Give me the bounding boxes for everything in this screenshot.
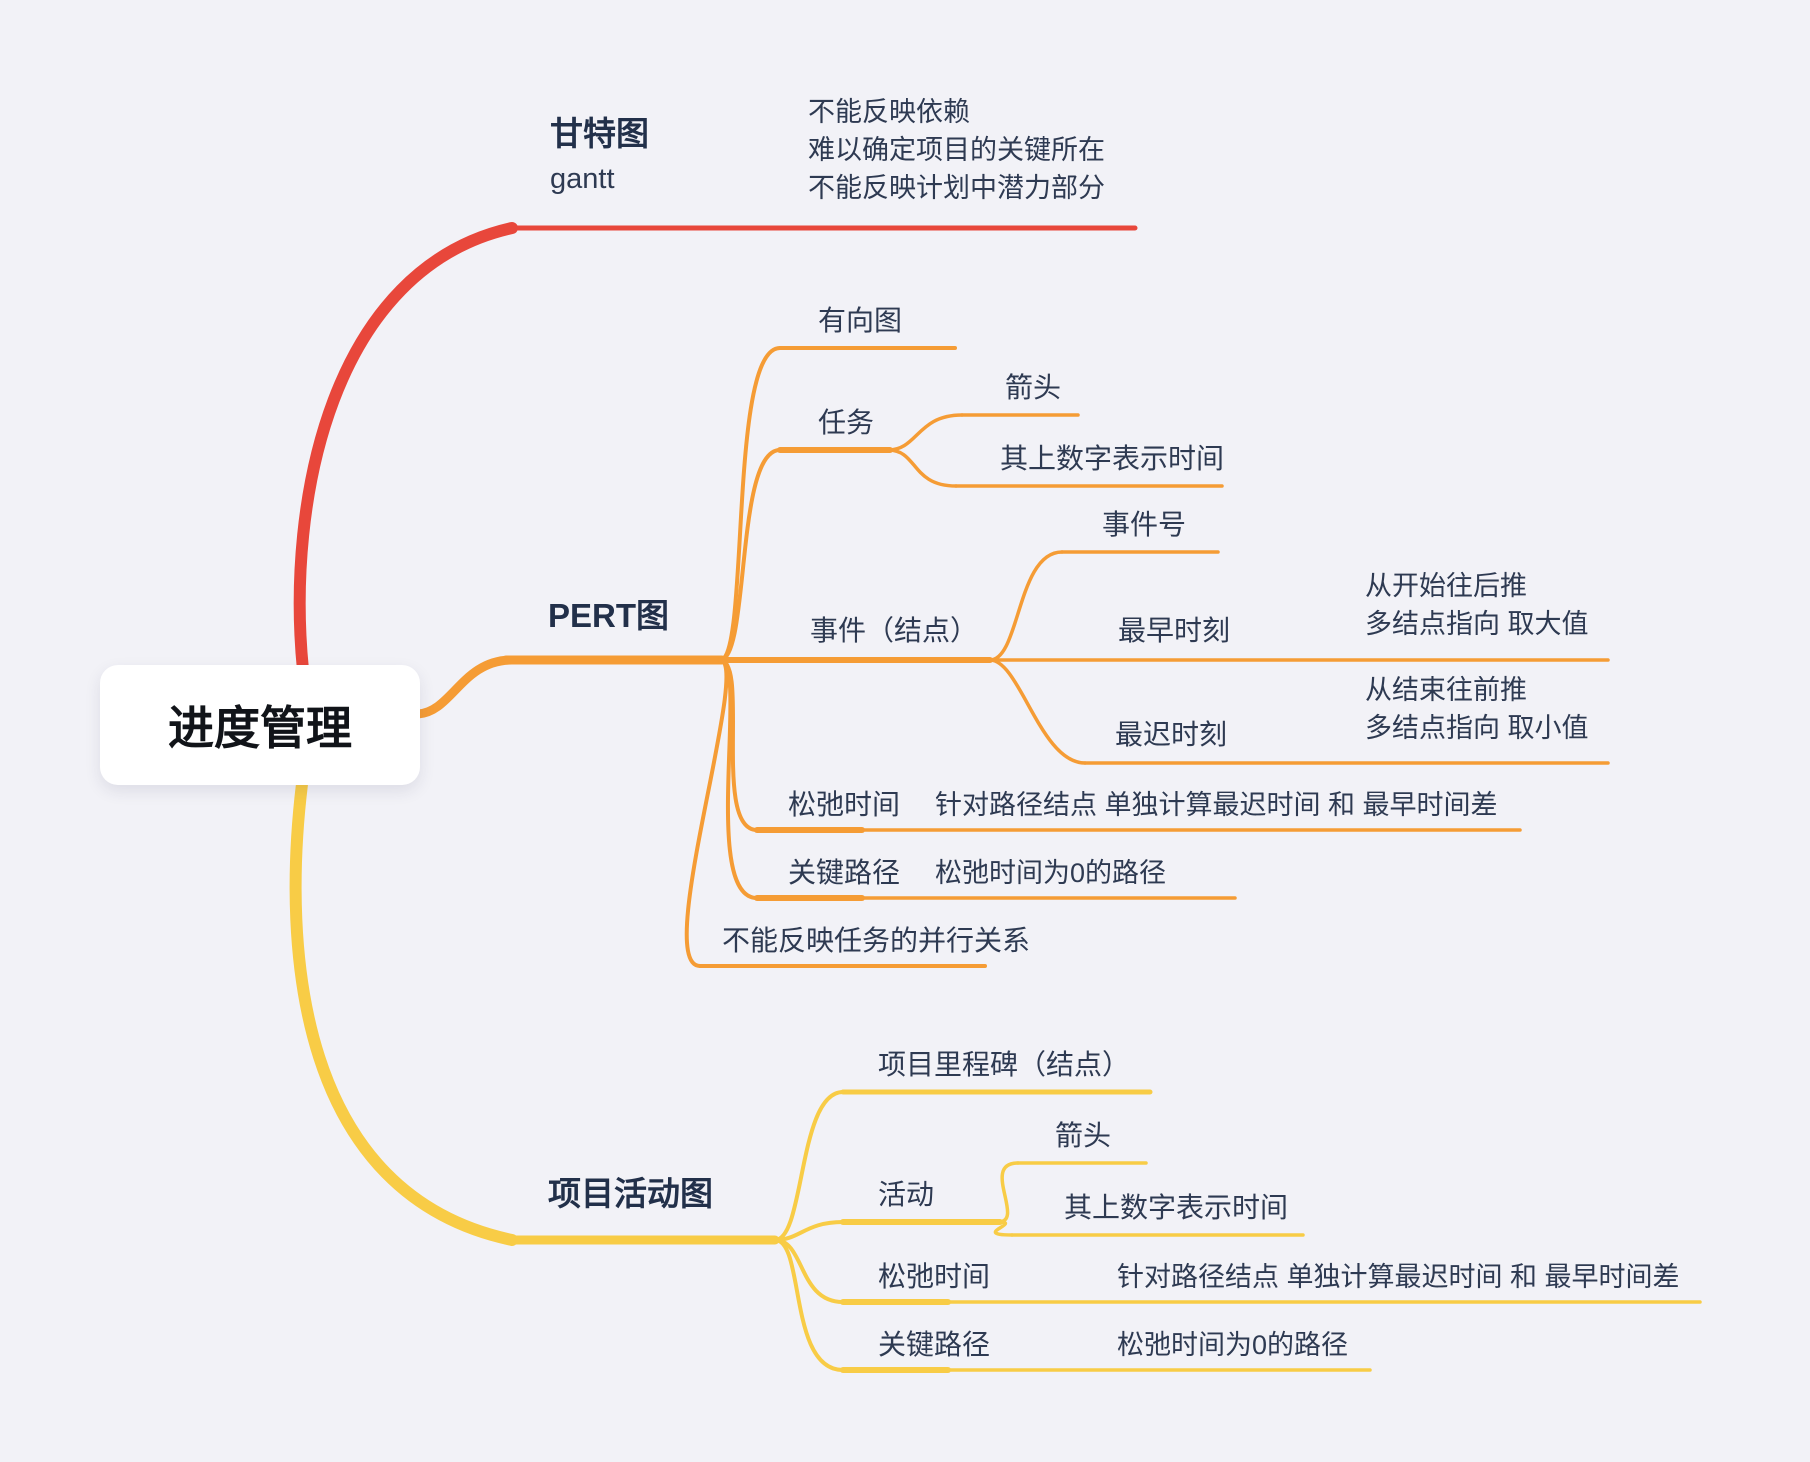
node-activity-act[interactable]: 活动 [878,1179,935,1210]
pert-event-fork-latest [988,658,1087,765]
node-pert-slack[interactable]: 松弛时间 [788,789,901,820]
activity-act-fork-number [993,1220,1014,1237]
note-activity-slack[interactable]: 针对路径结点 单独计算最迟时间 和 最早时间差 [1117,1262,1680,1292]
node-pert-task-number[interactable]: 其上数字表示时间 [1000,443,1225,474]
activity-act-fork-arrow [996,1161,1020,1224]
pert-task-fork-arrow [886,413,964,452]
node-pert-digraph[interactable]: 有向图 [818,305,903,336]
node-pert-task[interactable]: 任务 [818,407,875,438]
pert-task-fork-number [886,448,958,488]
note-pert-earliest[interactable]: 从开始往后推 多结点指向 取大值 [1365,571,1589,639]
pert-curve-digraph [718,346,782,662]
note-pert-latest[interactable]: 从结束往前推 多结点指向 取小值 [1365,675,1589,743]
pert-event-fork-eventno [988,550,1064,662]
topic-pert[interactable]: PERT图 [548,597,670,634]
node-activity-critical-path[interactable]: 关键路径 [878,1329,991,1360]
topic-activity[interactable]: 项目活动图 [548,1175,713,1212]
root-topic-label: 进度管理 [168,702,352,754]
node-pert-parallel[interactable]: 不能反映任务的并行关系 [722,925,1031,956]
topic-gantt-sublabel[interactable]: gantt [550,163,615,195]
node-pert-earliest[interactable]: 最早时刻 [1118,615,1231,646]
activity-trunk-curve [289,778,518,1246]
topic-gantt[interactable]: 甘特图 [550,115,649,152]
node-activity-slack[interactable]: 松弛时间 [878,1261,991,1292]
node-pert-latest[interactable]: 最迟时刻 [1115,719,1228,750]
node-pert-event[interactable]: 事件（结点） [810,615,979,646]
node-activity-arrow[interactable]: 箭头 [1055,1120,1112,1151]
activity-curve-critical [773,1238,845,1372]
pert-curve-parallel [684,658,729,968]
node-activity-milestone[interactable]: 项目里程碑（结点） [878,1049,1131,1080]
node-pert-task-arrow[interactable]: 箭头 [1005,372,1062,403]
pert-curve-task [718,448,782,662]
note-pert-critical-path[interactable]: 松弛时间为0的路径 [935,858,1167,888]
node-activity-number[interactable]: 其上数字表示时间 [1064,1192,1289,1223]
pert-trunk-curve [413,655,517,719]
note-gantt-limitations[interactable]: 不能反映依赖 难以确定项目的关键所在 不能反映计划中潜力部分 [808,97,1105,203]
node-pert-critical-path[interactable]: 关键路径 [788,857,901,888]
node-pert-event-no[interactable]: 事件号 [1102,509,1187,540]
note-pert-slack[interactable]: 针对路径结点 单独计算最迟时间 和 最早时间差 [935,790,1498,820]
note-activity-critical-path[interactable]: 松弛时间为0的路径 [1117,1330,1349,1360]
root-topic[interactable]: 进度管理 [100,665,420,785]
activity-curve-milestone [773,1090,845,1242]
gantt-trunk-curve [293,222,518,676]
